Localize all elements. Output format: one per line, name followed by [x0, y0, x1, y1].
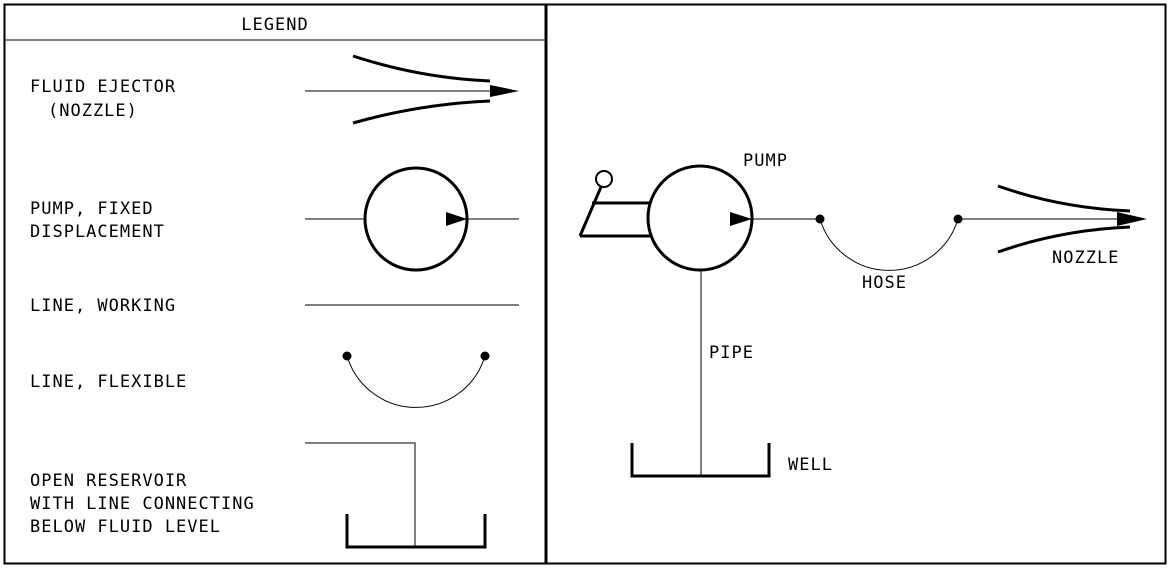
pump-label: PUMP [743, 151, 788, 171]
legend-flexible-line-label: LINE, FLEXIBLE [30, 372, 187, 392]
well-tank [630, 443, 771, 478]
legend-nozzle: FLUID EJECTOR (NOZZLE) [30, 54, 519, 125]
system-nozzle-upper-curve [997, 184, 1131, 213]
legend-pump-label-line1: PUMP, FIXED [30, 199, 154, 219]
hose-curve [819, 218, 959, 271]
legend-title: LEGEND [241, 15, 308, 35]
hose-end-left [815, 214, 825, 224]
nozzle-label: NOZZLE [1052, 248, 1119, 268]
legend-nozzle-label-line1: FLUID EJECTOR [30, 77, 176, 97]
flexible-line-end-left [342, 351, 352, 361]
legend-panel: LEGEND FLUID EJECTOR (NOZZLE) PUMP, FIXE… [5, 15, 546, 549]
system-pipe: PIPE [700, 270, 754, 476]
flexible-line-symbol [346, 355, 486, 408]
legend-nozzle-label-line2: (NOZZLE) [48, 101, 138, 121]
pipe-label: PIPE [709, 343, 754, 363]
pump-handle-arm [578, 186, 603, 237]
nozzle-upper-curve [352, 54, 491, 83]
system-hose: HOSE [815, 214, 963, 293]
system-nozzle-lower-curve [997, 225, 1131, 254]
system-nozzle: NOZZLE [958, 184, 1147, 268]
legend-pump-label-line2: DISPLACEMENT [30, 222, 165, 242]
legend-working-line-label: LINE, WORKING [30, 296, 176, 316]
legend-reservoir: OPEN RESERVOIR WITH LINE CONNECTING BELO… [30, 442, 487, 549]
outer-border [3, 3, 1167, 565]
pump-arrowhead [446, 212, 467, 226]
hose-label: HOSE [862, 273, 907, 293]
pump-handle [578, 170, 650, 238]
nozzle-arrowhead [490, 85, 519, 97]
system-pump: PUMP [646, 151, 788, 272]
legend-reservoir-label-line1: OPEN RESERVOIR [30, 471, 187, 491]
system-well: WELL [630, 443, 833, 478]
flexible-line-end-right [480, 351, 490, 361]
system-panel: PUMP HOSE NOZZLE PIPE WELL [578, 151, 1147, 478]
reservoir-tank [345, 514, 487, 549]
legend-working-line: LINE, WORKING [30, 296, 519, 316]
system-pump-circle [646, 164, 754, 272]
legend-reservoir-label-line2: WITH LINE CONNECTING [30, 494, 255, 514]
pump-handle-knob [595, 170, 613, 188]
system-pump-arrowhead [730, 212, 752, 226]
nozzle-symbol [305, 54, 519, 125]
legend-reservoir-label-line3: BELOW FLUID LEVEL [30, 517, 221, 537]
reservoir-connecting-line [305, 442, 416, 547]
legend-pump: PUMP, FIXED DISPLACEMENT [30, 166, 519, 272]
legend-flexible-line: LINE, FLEXIBLE [30, 351, 490, 408]
pump-symbol [305, 166, 519, 272]
well-label: WELL [788, 455, 833, 475]
system-nozzle-arrowhead [1117, 212, 1147, 226]
nozzle-lower-curve [352, 99, 491, 125]
